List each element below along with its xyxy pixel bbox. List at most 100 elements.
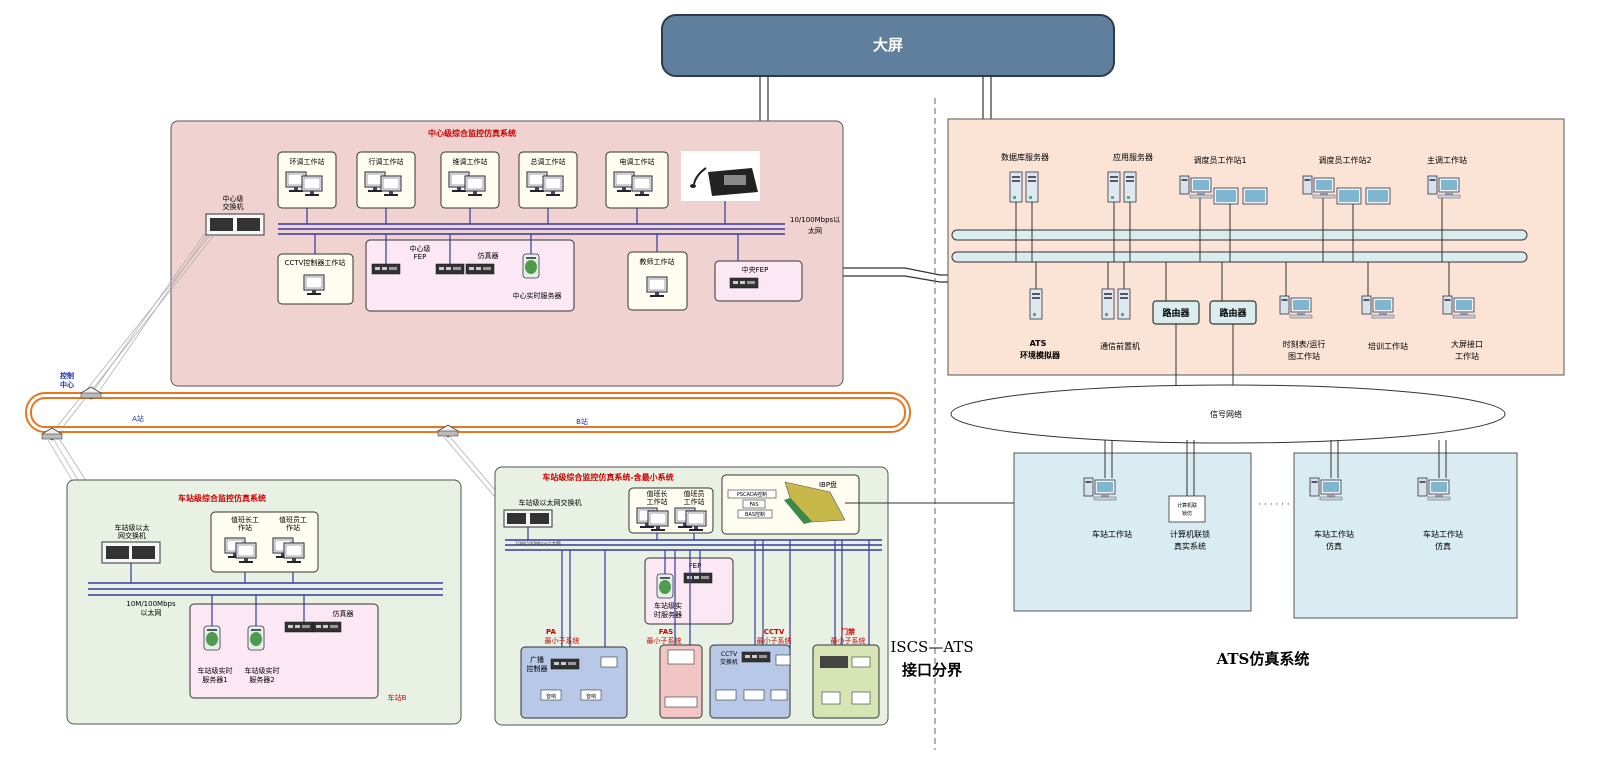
- svg-text:总调工作站: 总调工作站: [531, 157, 566, 166]
- right-ws-group: 值班长 工作站 值班员 工作站: [628, 487, 714, 540]
- svg-text:控制器: 控制器: [527, 664, 548, 673]
- right-switch-label: 车站级以太网交换机: [519, 498, 582, 507]
- center-switch-label-2: 交换机: [223, 202, 244, 211]
- left-ws-group: 值班长工 作站 值班员工 作站: [210, 511, 319, 583]
- svg-text:最小子系统: 最小子系统: [545, 636, 580, 645]
- svg-text:音响: 音响: [586, 693, 596, 700]
- svg-text:计算机联锁: 计算机联锁: [1170, 529, 1210, 539]
- fiber-ring: [25, 392, 911, 433]
- svg-text:值班长: 值班长: [647, 489, 668, 498]
- left-ethernet-label-1: 10M/100Mbps: [126, 600, 176, 608]
- ats-dispatcher-ws-1: 调度员工作站1: [1179, 155, 1268, 262]
- center-ethernet-label-2: 太网: [808, 226, 822, 235]
- ats-station-ws-sim-2: 车站工作站 仿真: [1417, 440, 1463, 551]
- center-ws-2: 行调工作站: [356, 151, 416, 224]
- left-station-tag: 车站B: [388, 693, 407, 702]
- ats-station-box-1: [1013, 452, 1252, 612]
- svg-text:环调工作站: 环调工作站: [290, 157, 325, 166]
- svg-text:计算机联: 计算机联: [1177, 502, 1197, 509]
- center-ws-1: 环调工作站: [277, 151, 337, 224]
- svg-text:调度员工作站2: 调度员工作站2: [1318, 155, 1371, 165]
- ring-switch-a: [41, 427, 63, 441]
- center-title: 中心级综合监控仿真系统: [428, 128, 516, 138]
- svg-text:应用服务器: 应用服务器: [1113, 152, 1153, 162]
- svg-text:中央FEP: 中央FEP: [742, 265, 769, 274]
- svg-text:时刻表/运行: 时刻表/运行: [1283, 339, 1326, 349]
- svg-text:锁仿: 锁仿: [1182, 510, 1192, 517]
- microphone-console-icon: [681, 151, 760, 224]
- ring-station-b: B站: [576, 417, 588, 426]
- svg-text:仿真器: 仿真器: [478, 251, 499, 260]
- svg-text:行调工作站: 行调工作站: [369, 157, 404, 166]
- svg-text:IBP盘: IBP盘: [819, 480, 837, 489]
- svg-text:最小子系统: 最小子系统: [757, 636, 792, 645]
- center-cctv-ws: CCTV控制器工作站: [277, 234, 354, 305]
- ring-switch-center: [80, 386, 102, 400]
- svg-text:维调工作站: 维调工作站: [453, 157, 488, 166]
- center-fep-group: 中心级 FEP 仿真器 中心实时服务器: [365, 234, 575, 312]
- ats-system-title: ATS仿真系统: [1216, 650, 1310, 668]
- right-subsystem-links: [561, 540, 870, 655]
- svg-text:值班员工: 值班员工: [279, 515, 307, 524]
- svg-text:电调工作站: 电调工作站: [620, 157, 655, 166]
- svg-text:真实系统: 真实系统: [1174, 541, 1206, 551]
- ats-db-server: 数据库服务器: [1001, 152, 1049, 262]
- svg-text:FAS: FAS: [749, 502, 758, 508]
- ibp-panel: IBP盘 PSCADA控制 FAS BAS控制: [721, 474, 860, 535]
- svg-text:工作站: 工作站: [647, 497, 668, 506]
- fas-subsystem: FAS 最小子系统: [647, 628, 703, 719]
- svg-text:仿真: 仿真: [1326, 541, 1342, 551]
- svg-text:CCTV控制器工作站: CCTV控制器工作站: [285, 258, 346, 267]
- svg-text:路由器: 路由器: [1162, 307, 1190, 319]
- ats-interlock: 计算机联 锁仿 计算机联锁 真实系统: [1168, 440, 1210, 551]
- ats-chief-ws: 主调工作站: [1427, 155, 1467, 262]
- door-subsystem: 门禁 最小子系统: [812, 627, 880, 719]
- svg-text:FAS: FAS: [659, 628, 673, 636]
- svg-text:车站级实: 车站级实: [654, 601, 682, 610]
- ats-station-ws: 车站工作站: [1083, 440, 1132, 539]
- ring-center-label-1: 控制: [60, 371, 74, 380]
- center-ws-5: 电调工作站: [605, 151, 669, 224]
- left-station-title: 车站级综合监控仿真系统: [178, 493, 266, 503]
- svg-text:通信前置机: 通信前置机: [1100, 341, 1140, 351]
- boundary-label-1: ISCS—ATS: [890, 638, 973, 656]
- svg-text:工作站: 工作站: [684, 497, 705, 506]
- pa-subsystem: PA 最小子系统 广播 控制器 音响 音响: [520, 628, 628, 719]
- ats-router-1: 路由器: [1152, 262, 1200, 390]
- svg-text:值班员: 值班员: [684, 489, 705, 498]
- svg-text:仿真器: 仿真器: [333, 609, 354, 618]
- svg-text:时服务器: 时服务器: [654, 610, 682, 619]
- svg-text:CCTV: CCTV: [764, 628, 785, 636]
- svg-text:教师工作站: 教师工作站: [640, 257, 675, 266]
- svg-text:中心级: 中心级: [410, 244, 431, 253]
- svg-text:数据库服务器: 数据库服务器: [1001, 152, 1049, 162]
- right-bus-label: 10M/100Mbps以太网: [515, 540, 561, 547]
- svg-text:图工作站: 图工作站: [1288, 351, 1320, 361]
- svg-text:车站工作站: 车站工作站: [1092, 529, 1132, 539]
- svg-text:车站级实时: 车站级实时: [198, 666, 233, 675]
- svg-text:服务器1: 服务器1: [202, 675, 227, 684]
- right-station-title: 车站级综合监控仿真系统-含最小系统: [542, 472, 673, 482]
- ats-training-ws: 培训工作站: [1361, 262, 1408, 351]
- svg-text:工作站: 工作站: [1455, 351, 1479, 361]
- svg-text:值班长工: 值班长工: [231, 515, 259, 524]
- svg-text:FEP: FEP: [414, 253, 427, 261]
- svg-text:中心实时服务器: 中心实时服务器: [513, 291, 562, 300]
- ats-env-simulator: ATS 环境模拟器: [1020, 262, 1061, 360]
- svg-text:PA: PA: [546, 628, 556, 636]
- center-ws-4: 总调工作站: [518, 151, 578, 224]
- center-ws-3: 维调工作站: [440, 151, 500, 224]
- ats-station-ws-sim-1: 车站工作站 仿真: [1309, 440, 1354, 551]
- svg-text:车站工作站: 车站工作站: [1423, 529, 1463, 539]
- left-switch-label-1: 车站级以太: [115, 523, 150, 532]
- ats-dispatcher-ws-2: 调度员工作站2: [1302, 155, 1391, 262]
- left-ethernet-label-2: 以太网: [141, 608, 162, 617]
- svg-text:大屏接口: 大屏接口: [1451, 339, 1483, 349]
- svg-text:CCTV: CCTV: [721, 651, 738, 658]
- left-switch-label-2: 网交换机: [118, 531, 146, 540]
- big-screen-box: [661, 14, 1115, 77]
- svg-text:作站: 作站: [238, 523, 252, 532]
- svg-text:ATS: ATS: [1030, 339, 1047, 348]
